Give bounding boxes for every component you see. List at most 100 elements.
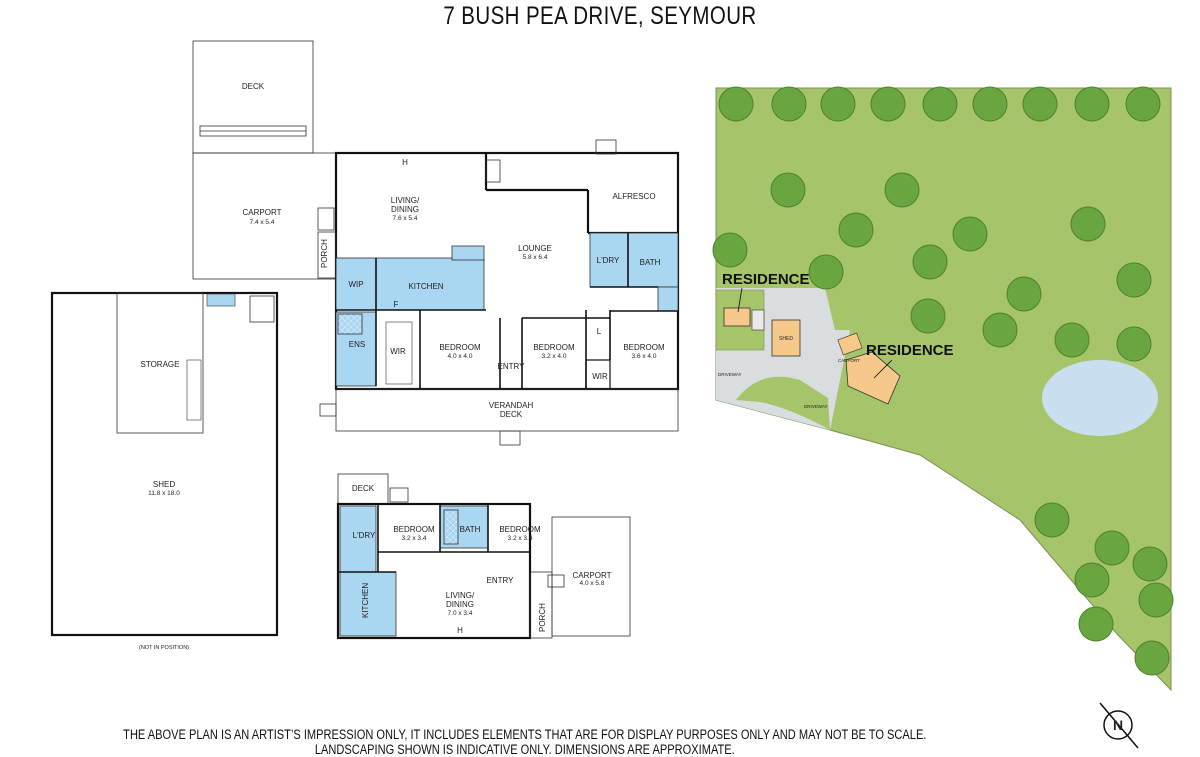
label-bedroom-1: BEDROOM [439, 343, 481, 352]
site-driveway-label-2: DRIVEWAY [804, 404, 828, 409]
tree [1134, 640, 1170, 676]
shed-building [50, 291, 279, 637]
tree [1116, 326, 1152, 362]
label-verandah-deck: DECK [500, 410, 523, 419]
label-living-2: LIVING/ [446, 591, 475, 600]
room-labels: DECK CARPORT 7.4 x 5.4 LIVING/ DINING 7.… [139, 82, 665, 651]
label-dining: DINING [391, 205, 419, 214]
site-driveway-curve [736, 376, 830, 430]
label-shed-size: 11.8 x 18.0 [148, 490, 180, 497]
tree [771, 86, 807, 122]
tree [1022, 86, 1058, 122]
tree [1116, 262, 1152, 298]
tree [1006, 276, 1042, 312]
tree [1138, 582, 1174, 618]
tree [1054, 322, 1090, 358]
label-kitchen: KITCHEN [408, 282, 443, 291]
label-porch-2: PORCH [538, 603, 547, 632]
label-porch: PORCH [320, 239, 329, 268]
site-shed [771, 319, 801, 357]
label-deck-top: DECK [242, 82, 265, 91]
tree [910, 298, 946, 334]
label-bedroom-4-size: 3.2 x 3.4 [402, 535, 427, 542]
label-storage: STORAGE [141, 360, 180, 369]
label-bedroom-3: BEDROOM [623, 343, 665, 352]
label-shed: SHED [153, 480, 175, 489]
label-bedroom-5-size: 3.2 x 3.4 [508, 535, 533, 542]
site-trees [712, 86, 1174, 676]
label-living-2-size: 7.0 x 3.4 [448, 610, 473, 617]
tree [718, 86, 754, 122]
site-carport-label: CARPORT [838, 358, 860, 363]
label-bath: BATH [640, 258, 661, 267]
label-bedroom-2: BEDROOM [533, 343, 575, 352]
tree [838, 212, 874, 248]
label-carport-2: CARPORT [573, 571, 612, 580]
label-lounge-size: 5.8 x 6.4 [523, 254, 548, 261]
label-wir: WIR [390, 347, 406, 356]
tree [1074, 562, 1110, 598]
site-residence-label-1: RESIDENCE [722, 271, 810, 288]
label-living: LIVING/ [391, 196, 420, 205]
site-driveway-label-1: DRIVEWAY [718, 372, 742, 377]
tree [1125, 86, 1161, 122]
site-dam [1042, 360, 1158, 436]
label-linen: L [597, 327, 602, 336]
label-kitchen-2: KITCHEN [361, 583, 370, 618]
north-label: N [1113, 717, 1123, 733]
site-carport-b [837, 332, 863, 356]
tree [1078, 606, 1114, 642]
label-bedroom-5: BEDROOM [499, 525, 541, 534]
label-carport-size: 7.4 x 5.4 [250, 219, 275, 226]
tree [1132, 546, 1168, 582]
disclaimer-line-1: THE ABOVE PLAN IS AN ARTIST’S IMPRESSION… [123, 727, 927, 742]
label-ens: ENS [349, 340, 365, 349]
tree [952, 216, 988, 252]
tree [1034, 502, 1070, 538]
label-ldry-2: L'DRY [353, 531, 376, 540]
label-heater: H [402, 158, 408, 167]
tree [712, 232, 748, 268]
second-dwelling [336, 473, 631, 640]
tree [1070, 206, 1106, 242]
label-carport-2-size: 4.0 x 5.8 [580, 580, 605, 587]
label-living-size: 7.6 x 5.4 [393, 215, 418, 222]
label-alfresco: ALFRESCO [612, 192, 655, 201]
tree [1074, 86, 1110, 122]
label-verandah: VERANDAH [489, 401, 534, 410]
label-bath-2: BATH [460, 525, 481, 534]
tree [922, 86, 958, 122]
tree [884, 172, 920, 208]
tree [912, 244, 948, 280]
label-dining-2: DINING [446, 600, 474, 609]
page-title: 7 BUSH PEA DRIVE, SEYMOUR [443, 2, 757, 30]
tree [820, 86, 856, 122]
tree [982, 312, 1018, 348]
tree [808, 254, 844, 290]
tree [972, 86, 1008, 122]
label-bedroom-3-size: 3.6 x 4.0 [632, 353, 657, 360]
main-house [192, 40, 680, 446]
label-deck-small: DECK [352, 484, 375, 493]
label-bedroom-1-size: 4.0 x 4.0 [448, 353, 473, 360]
label-not-in-position: (NOT IN POSITION) [139, 645, 189, 651]
label-entry-2: ENTRY [487, 576, 515, 585]
site-shed-label: SHED [779, 336, 793, 342]
label-bedroom-4: BEDROOM [393, 525, 435, 534]
label-wir-2: WIR [592, 372, 608, 381]
label-fridge: F [394, 300, 399, 309]
site-carport-a [751, 309, 765, 331]
tree [870, 86, 906, 122]
site-house-a [723, 307, 751, 327]
site-plan: SHED CARPORT DRIVEWAY DRIVEWAY RESIDENCE… [712, 86, 1174, 749]
tree [1094, 530, 1130, 566]
label-heater-2: H [457, 626, 463, 635]
label-wip: WIP [348, 280, 363, 289]
site-residence-label-2: RESIDENCE [866, 342, 954, 359]
label-bedroom-2-size: 3.2 x 4.0 [542, 353, 567, 360]
label-entry: ENTRY [498, 362, 526, 371]
tree [770, 172, 806, 208]
label-carport: CARPORT [243, 208, 282, 217]
north-arrow: N [1099, 702, 1139, 749]
